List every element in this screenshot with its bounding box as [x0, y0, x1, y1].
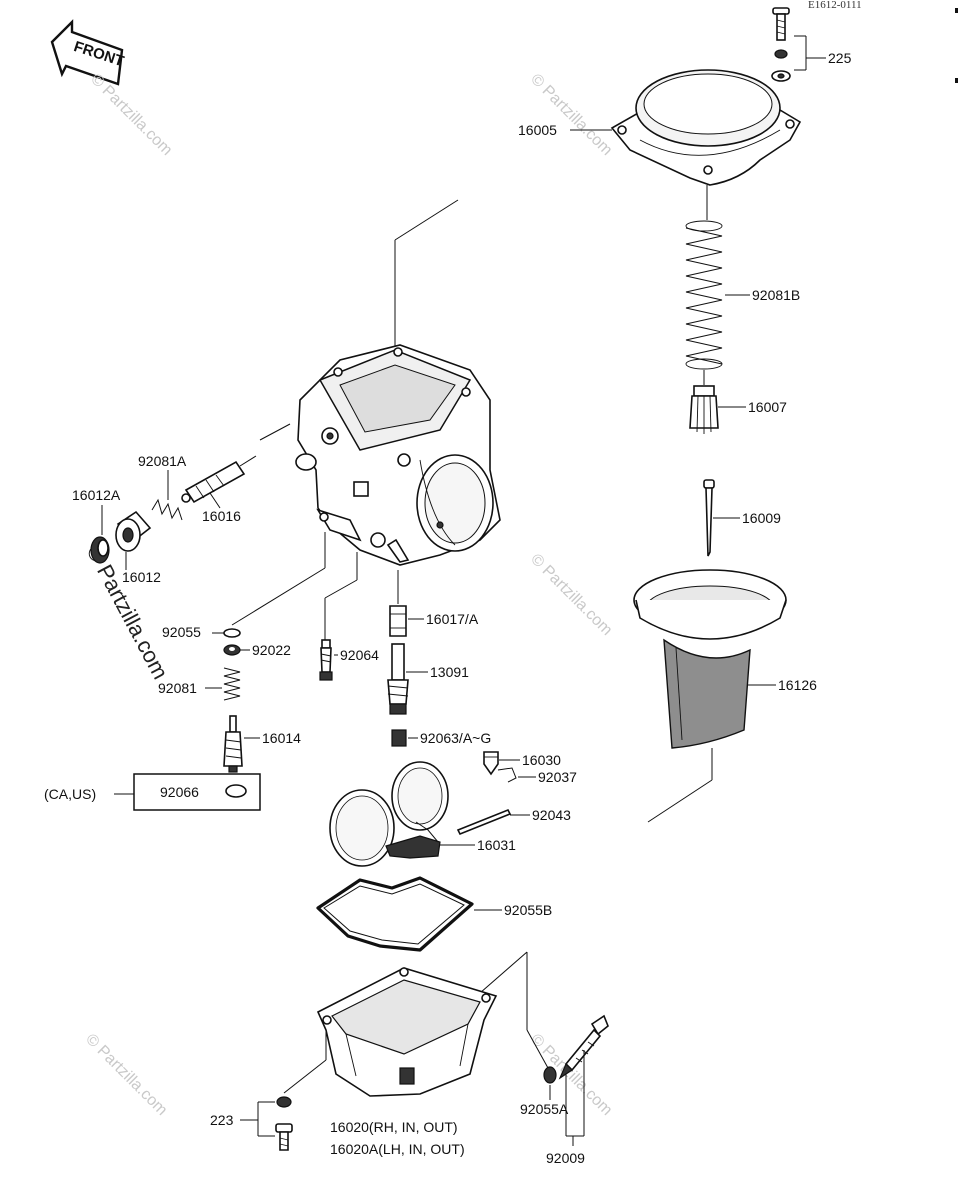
edge-mark — [955, 8, 958, 13]
label-92063: 92063/A~G — [420, 730, 491, 746]
label-92055: 92055 — [162, 624, 201, 640]
label-16126: 16126 — [778, 677, 817, 693]
watermark: © Partzilla.com — [82, 1031, 170, 1119]
label-16031: 16031 — [477, 837, 516, 853]
drain-screw-92009 — [558, 1014, 609, 1080]
label-92081B: 92081B — [752, 287, 800, 303]
label-16020A: 16020A(LH, IN, OUT) — [330, 1141, 465, 1157]
watermark: © Partzilla.com — [87, 71, 175, 159]
label-92055B: 92055B — [504, 902, 552, 918]
diagram-code: E1612-0111 — [808, 0, 862, 11]
jet-needle-16009 — [703, 479, 715, 557]
label-223: 223 — [210, 1112, 234, 1128]
label-ca-us: (CA,US) — [44, 786, 96, 802]
label-92043: 92043 — [532, 807, 571, 823]
label-16030: 16030 — [522, 752, 561, 768]
float-bowl-16020 — [316, 967, 498, 1097]
screw-225 — [771, 7, 791, 82]
watermark: © Partzilla.com — [527, 71, 615, 159]
cap-16012 — [115, 510, 152, 552]
float-16031 — [329, 761, 449, 867]
vacuum-piston-16126 — [633, 569, 787, 749]
cap-16012A — [90, 536, 110, 564]
spring-92081B — [685, 220, 723, 370]
label-16014: 16014 — [262, 730, 301, 746]
needle-jet-16017 — [389, 605, 407, 637]
label-16017A: 16017/A — [426, 611, 479, 627]
label-92064: 92064 — [340, 647, 379, 663]
o-ring-92055A — [543, 1066, 557, 1084]
pilot-screw-16016 — [181, 455, 257, 504]
label-92055A: 92055A — [520, 1101, 569, 1117]
screw-16014 — [223, 715, 243, 773]
label-16012: 16012 — [122, 569, 161, 585]
label-92037: 92037 — [538, 769, 577, 785]
label-16009: 16009 — [742, 510, 781, 526]
label-92066: 92066 — [160, 784, 199, 800]
label-225: 225 — [828, 50, 852, 66]
label-13091: 13091 — [430, 664, 469, 680]
screw-92064 — [319, 639, 333, 681]
label-92009: 92009 — [546, 1150, 585, 1166]
label-92022: 92022 — [252, 642, 291, 658]
spring-92081A — [151, 498, 183, 521]
label-16020: 16020(RH, IN, OUT) — [330, 1119, 458, 1135]
label-16005: 16005 — [518, 122, 557, 138]
o-ring-92055 — [223, 628, 241, 638]
carburetor-body — [295, 344, 501, 566]
plug-92066 — [225, 784, 247, 798]
carburetor-top-cover — [610, 69, 802, 186]
watermark: © Partzilla.com — [527, 551, 615, 639]
gasket-92055B — [316, 876, 474, 952]
needle-holder-16007 — [689, 385, 719, 434]
screws-223 — [275, 1096, 293, 1151]
label-92081: 92081 — [158, 680, 197, 696]
washer-92022 — [223, 644, 241, 656]
label-92081A: 92081A — [138, 453, 187, 469]
label-16016: 16016 — [202, 508, 241, 524]
pin-92043 — [456, 808, 512, 836]
watermarks: © Partzilla.com © Partzilla.com © Partzi… — [82, 71, 616, 1119]
clip-92037 — [497, 767, 517, 783]
spring-92081 — [223, 667, 241, 701]
front-arrow: FRONT — [50, 19, 126, 86]
edge-mark — [955, 78, 958, 83]
float-valve-16030 — [483, 751, 499, 776]
main-jet-92063 — [391, 729, 407, 747]
watermark-strong: © Partzilla.com — [82, 541, 174, 684]
label-16012A: 16012A — [72, 487, 121, 503]
jet-holder-13091 — [387, 643, 409, 715]
label-16007: 16007 — [748, 399, 787, 415]
